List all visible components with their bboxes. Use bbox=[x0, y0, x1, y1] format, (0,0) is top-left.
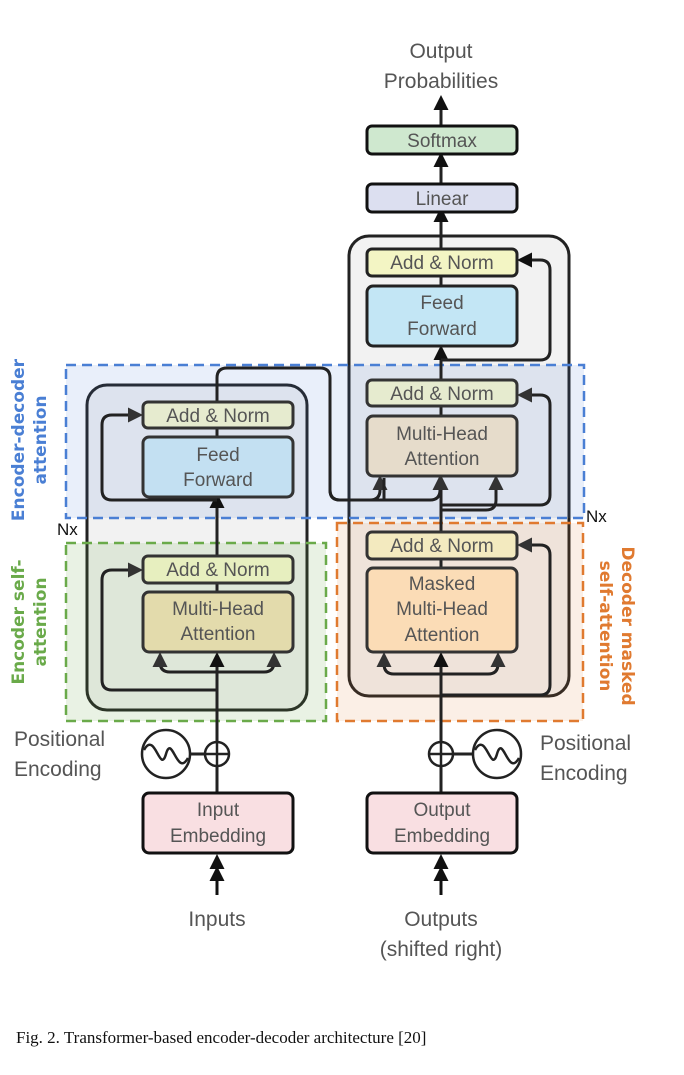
decoder-feed-forward: Feed Forward bbox=[365, 284, 519, 348]
decoder-positional-label-2: Encoding bbox=[540, 762, 628, 785]
svg-text:Masked: Masked bbox=[409, 574, 476, 595]
decoder-add-norm-mid: Add & Norm bbox=[365, 378, 519, 408]
svg-text:Multi-Head: Multi-Head bbox=[396, 424, 488, 445]
decoder-positional-label-1: Positional bbox=[540, 732, 631, 755]
svg-text:Forward: Forward bbox=[407, 319, 477, 340]
encoder-decoder-attention-label: Encoder-decoder attention bbox=[9, 358, 51, 521]
svg-text:Add & Norm: Add & Norm bbox=[390, 253, 493, 274]
output-embedding: Output Embedding bbox=[365, 791, 519, 855]
decoder-positional-encoding bbox=[427, 728, 523, 780]
svg-text:Decoder masked: Decoder masked bbox=[617, 546, 637, 705]
svg-text:attention: attention bbox=[31, 395, 51, 484]
svg-text:Softmax: Softmax bbox=[407, 131, 477, 152]
encoder-feed-forward: Feed Forward bbox=[141, 435, 295, 499]
encoder-positional-label-1: Positional bbox=[14, 728, 105, 751]
encoder-multi-head-attention: Multi-Head Attention bbox=[141, 590, 295, 654]
svg-text:Encoder self-: Encoder self- bbox=[9, 559, 29, 684]
svg-text:attention: attention bbox=[31, 577, 51, 666]
svg-text:Feed: Feed bbox=[420, 293, 463, 314]
encoder-positional-encoding bbox=[140, 728, 231, 780]
svg-text:Input: Input bbox=[197, 800, 240, 821]
svg-text:Attention: Attention bbox=[181, 624, 256, 645]
svg-text:self-attention: self-attention bbox=[595, 561, 615, 692]
outputs-label-1: Outputs bbox=[404, 908, 478, 931]
svg-text:Attention: Attention bbox=[405, 449, 480, 470]
input-embedding: Input Embedding bbox=[141, 791, 295, 855]
encoder-add-norm-top: Add & Norm bbox=[141, 400, 295, 430]
output-probabilities-label-2: Probabilities bbox=[384, 70, 498, 93]
linear-block: Linear bbox=[365, 182, 519, 214]
svg-text:Embedding: Embedding bbox=[170, 826, 266, 847]
svg-text:Output: Output bbox=[413, 800, 471, 821]
svg-text:Multi-Head: Multi-Head bbox=[172, 599, 264, 620]
output-probabilities-label-1: Output bbox=[409, 40, 472, 63]
encoder-nx-label: Nx bbox=[57, 520, 78, 539]
figure-caption: Fig. 2. Transformer-based encoder-decode… bbox=[16, 1028, 427, 1047]
svg-text:Add & Norm: Add & Norm bbox=[390, 536, 493, 557]
decoder-nx-label: Nx bbox=[586, 507, 607, 526]
encoder-positional-label-2: Encoding bbox=[14, 758, 102, 781]
svg-text:Attention: Attention bbox=[405, 625, 480, 646]
decoder-add-norm-bottom: Add & Norm bbox=[365, 530, 519, 561]
outputs-label-2: (shifted right) bbox=[380, 938, 503, 961]
decoder-multi-head-attention: Multi-Head Attention bbox=[365, 414, 519, 478]
softmax-block: Softmax bbox=[365, 124, 519, 156]
svg-text:Feed: Feed bbox=[196, 445, 239, 466]
svg-text:Encoder-decoder: Encoder-decoder bbox=[9, 358, 29, 521]
encoder-add-norm-bottom: Add & Norm bbox=[141, 554, 295, 585]
svg-text:Linear: Linear bbox=[416, 189, 469, 210]
svg-text:Add & Norm: Add & Norm bbox=[390, 384, 493, 405]
encoder-self-attention-label: Encoder self- attention bbox=[9, 559, 51, 684]
inputs-label: Inputs bbox=[188, 908, 245, 931]
decoder-masked-multi-head-attention: Masked Multi-Head Attention bbox=[365, 566, 519, 654]
svg-text:Add & Norm: Add & Norm bbox=[166, 406, 269, 427]
svg-text:Add & Norm: Add & Norm bbox=[166, 560, 269, 581]
decoder-add-norm-top: Add & Norm bbox=[365, 247, 519, 278]
svg-text:Multi-Head: Multi-Head bbox=[396, 599, 488, 620]
svg-text:Forward: Forward bbox=[183, 470, 253, 491]
svg-text:Embedding: Embedding bbox=[394, 826, 490, 847]
decoder-masked-self-attention-label: Decoder masked self-attention bbox=[595, 546, 637, 705]
